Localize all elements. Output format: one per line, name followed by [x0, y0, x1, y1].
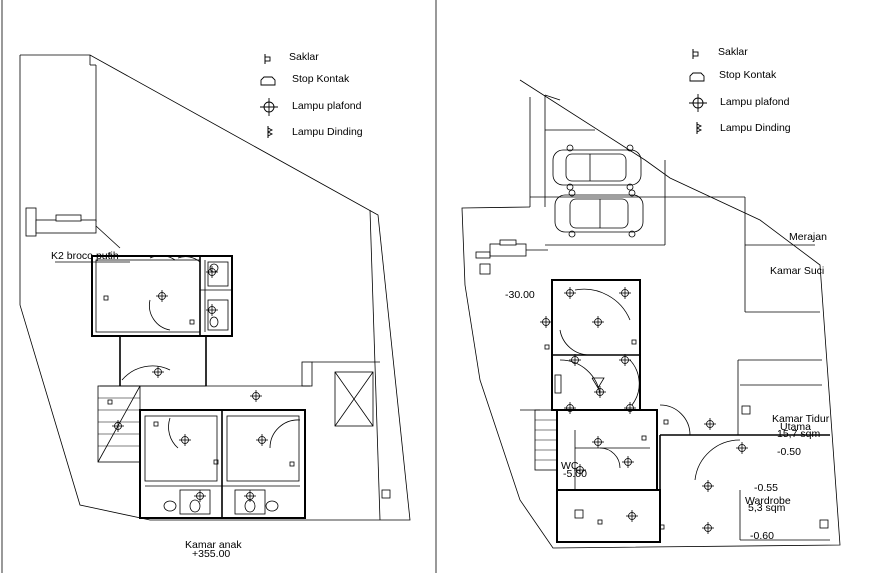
area-15-7-label: 15,7 sqm — [777, 428, 821, 440]
left-floor-plan — [19, 54, 411, 521]
utama-label: Utama — [780, 421, 811, 433]
merajan-label: Merajan — [789, 231, 827, 243]
wc-label: WC — [561, 460, 579, 472]
ceiling-lamp-icon — [259, 97, 279, 122]
wardrobe-label: Wardrobe — [745, 495, 791, 507]
wall-lamp-icon — [694, 121, 704, 140]
level-minus-0-50-label: -0.50 — [777, 446, 801, 458]
kamar-tidur-label: Kamar Tidur — [772, 413, 830, 425]
legend-saklar-label: Saklar — [289, 51, 319, 63]
socket-icon — [688, 70, 706, 88]
socket-icon — [259, 74, 277, 92]
kamar-suci-label: Kamar Suci — [770, 265, 825, 277]
ceiling-lamp-icon — [688, 93, 708, 118]
level-minus-0-55-label: -0.55 — [754, 482, 778, 494]
level-minus-30-label: -30.00 — [505, 289, 535, 301]
legend-lampu-dinding-label: Lampu Dinding — [292, 126, 363, 138]
legend-lampu-dinding-label: Lampu Dinding — [720, 122, 791, 134]
kamar-anak-label: Kamar anak — [185, 539, 242, 551]
switch-icon — [262, 52, 272, 70]
legend-lampu-plafond-label: Lampu plafond — [720, 96, 790, 108]
legend-stop-kontak-label: Stop Kontak — [719, 69, 777, 81]
legend-stop-kontak-label: Stop Kontak — [292, 73, 350, 85]
level-minus-5-00-label: -5.00 — [563, 468, 587, 480]
legend-lampu-plafond-label: Lampu plafond — [292, 100, 362, 112]
level-355-label: +355.00 — [192, 548, 231, 560]
k2-broco-label: K2 broco putih — [51, 250, 119, 262]
wall-lamp-icon — [265, 125, 275, 144]
right-floor-plan — [461, 79, 841, 549]
switch-icon — [690, 47, 700, 65]
area-5-3-label: 5,3 sqm — [748, 502, 786, 514]
legend-saklar-label: Saklar — [718, 46, 748, 58]
level-minus-0-60-label: -0.60 — [750, 530, 774, 542]
